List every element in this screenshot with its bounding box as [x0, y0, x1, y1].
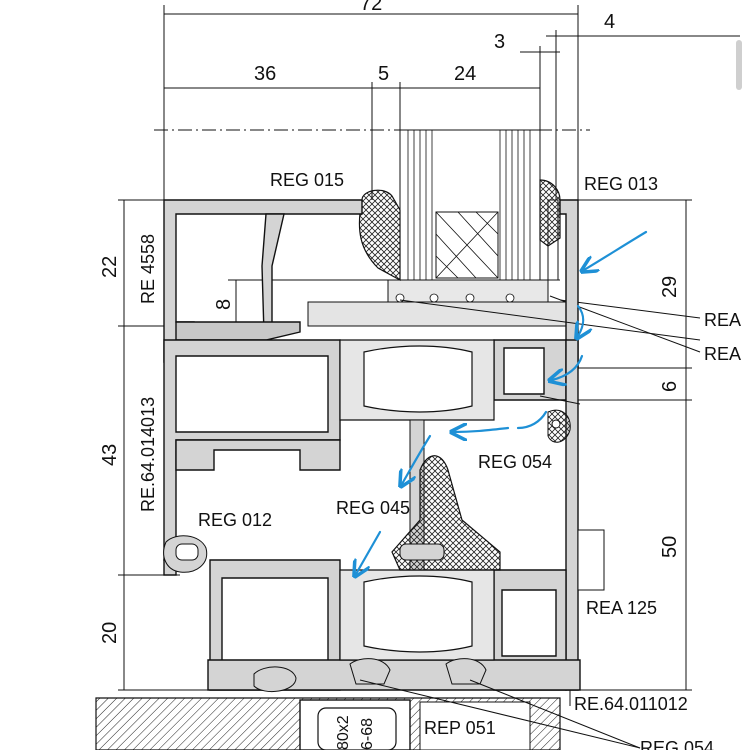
- top-dimension-lines: [154, 5, 740, 200]
- label-reg015: REG 015: [270, 170, 344, 190]
- label-re64011012: RE.64.011012: [574, 694, 688, 714]
- dim-right-height: 29: [659, 276, 681, 298]
- thermal-break: [339, 339, 495, 661]
- label-rea-lower: REA: [704, 344, 741, 364]
- bottom-sill: [95, 697, 561, 750]
- dim-glass-offset: 3: [494, 31, 505, 53]
- glass-unit: [399, 129, 559, 281]
- label-re64014013: RE.64.014013: [138, 397, 158, 512]
- dim-bead-step: 8: [213, 299, 235, 310]
- blue-arrows: [356, 230, 648, 574]
- dim-right-lower: 50: [659, 536, 681, 558]
- label-cut-1: 80x2: [335, 715, 352, 750]
- dim-frame-width: 36: [254, 63, 276, 85]
- label-reg054-bottom: REG 054: [640, 738, 714, 750]
- dim-total-width: 72: [360, 0, 382, 15]
- dim-right-gap: 4: [604, 11, 615, 33]
- top-gaskets: [358, 179, 561, 282]
- label-re4558: RE 4558: [138, 234, 158, 304]
- label-reg012: REG 012: [198, 510, 272, 530]
- label-reg045: REG 045: [336, 498, 410, 518]
- component-labels: REG 015 REG 013 RE 4558 REA REA REG 054 …: [138, 170, 741, 750]
- label-rea-upper: REA: [704, 310, 741, 330]
- dim-frame-height: 43: [99, 444, 121, 466]
- central-gasket: [391, 455, 501, 571]
- rea125-block: [577, 529, 605, 591]
- label-rea125: REA 125: [586, 598, 657, 618]
- label-cut-2: 6-68: [359, 718, 376, 750]
- label-reg013: REG 013: [584, 174, 658, 194]
- label-rep051: REP 051: [424, 718, 496, 738]
- glazing-bead-block: [307, 279, 571, 327]
- small-gaskets: [163, 409, 571, 693]
- dim-gasket-gap: 5: [378, 63, 389, 85]
- label-reg054: REG 054: [478, 452, 552, 472]
- dim-bottom-height: 20: [99, 622, 121, 644]
- leader-lines: [359, 299, 701, 749]
- scrollbar-thumb[interactable]: [736, 40, 742, 90]
- dimension-texts: 72 4 3 36 5 24 22 8 29 6 43 50 20: [99, 0, 681, 644]
- dim-glass-width: 24: [454, 63, 476, 85]
- dim-sash-height: 22: [99, 256, 121, 278]
- dim-right-step: 6: [659, 381, 681, 392]
- main-frame-profile: [163, 339, 581, 691]
